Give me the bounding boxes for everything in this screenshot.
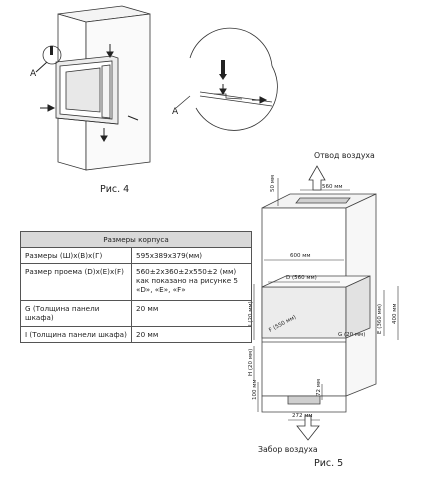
fig4-arrows xyxy=(35,44,139,142)
label-dim-600: 600 мм xyxy=(290,253,311,259)
screw-icon xyxy=(50,46,53,55)
label-dim-100: 100 мм xyxy=(252,379,258,400)
table-header: Размеры корпуса xyxy=(20,231,252,248)
fig5-cabinet xyxy=(261,193,377,413)
air-in-arrow-icon xyxy=(296,415,320,441)
fig4-detail-a xyxy=(175,27,278,131)
table-row: Размеры (Ш)x(В)x(Г) 595x389x379(мм) xyxy=(20,247,252,264)
fig5-caption: Рис. 5 xyxy=(314,458,344,469)
label-dim-g: G (20 мм) xyxy=(338,332,365,338)
label-air-in: Забор воздуха xyxy=(258,445,318,454)
label-dim-400: 400 мм xyxy=(392,303,398,324)
label-dim-h: H (20 мм) xyxy=(248,349,254,376)
table-value: 20 мм xyxy=(131,300,252,327)
table-key: I (Толщина панели шкафа) xyxy=(20,326,132,343)
label-dim-272: 272 мм xyxy=(292,413,313,419)
table-key: G (Толщина панели шкафа) xyxy=(20,300,132,327)
table-row: I (Толщина панели шкафа) 20 мм xyxy=(20,326,252,343)
label-dim-72: 72 мм xyxy=(316,379,322,396)
screw-icon xyxy=(219,60,227,80)
table-key: Размеры (Ш)x(В)x(Г) xyxy=(20,247,132,264)
table-key: Размер проема (D)x(E)x(F) xyxy=(20,263,132,301)
label-air-out: Отвод воздуха xyxy=(314,151,375,160)
label-dim-50: 50 мм xyxy=(270,175,276,192)
table-row: Размер проема (D)x(E)x(F) 560±2x360±2x55… xyxy=(20,263,252,301)
table-value: 20 мм xyxy=(131,326,252,343)
cabinet-dimensions-table: Размеры корпуса Размеры (Ш)x(В)x(Г) 595x… xyxy=(20,231,252,343)
fig4-oven xyxy=(55,55,119,125)
label-dim-e: E (360 мм) xyxy=(377,304,383,334)
table-value: 595x389x379(мм) xyxy=(131,247,252,264)
fig4-caption: Рис. 4 xyxy=(100,184,130,195)
label-dim-560-top: 560 мм xyxy=(322,184,343,190)
fig4-label-a-left: A xyxy=(30,69,37,79)
fig4-label-a-right: A xyxy=(172,107,179,117)
label-dim-d: D (560 мм) xyxy=(286,275,317,281)
table-row: G (Толщина панели шкафа) 20 мм xyxy=(20,300,252,327)
air-out-arrow-icon xyxy=(308,165,326,191)
fig4-detail-arrows xyxy=(219,84,268,104)
fig5-dimension-lines xyxy=(253,178,399,421)
table-value: 560±2x360±2x550±2 (мм) как показано на р… xyxy=(131,263,252,301)
